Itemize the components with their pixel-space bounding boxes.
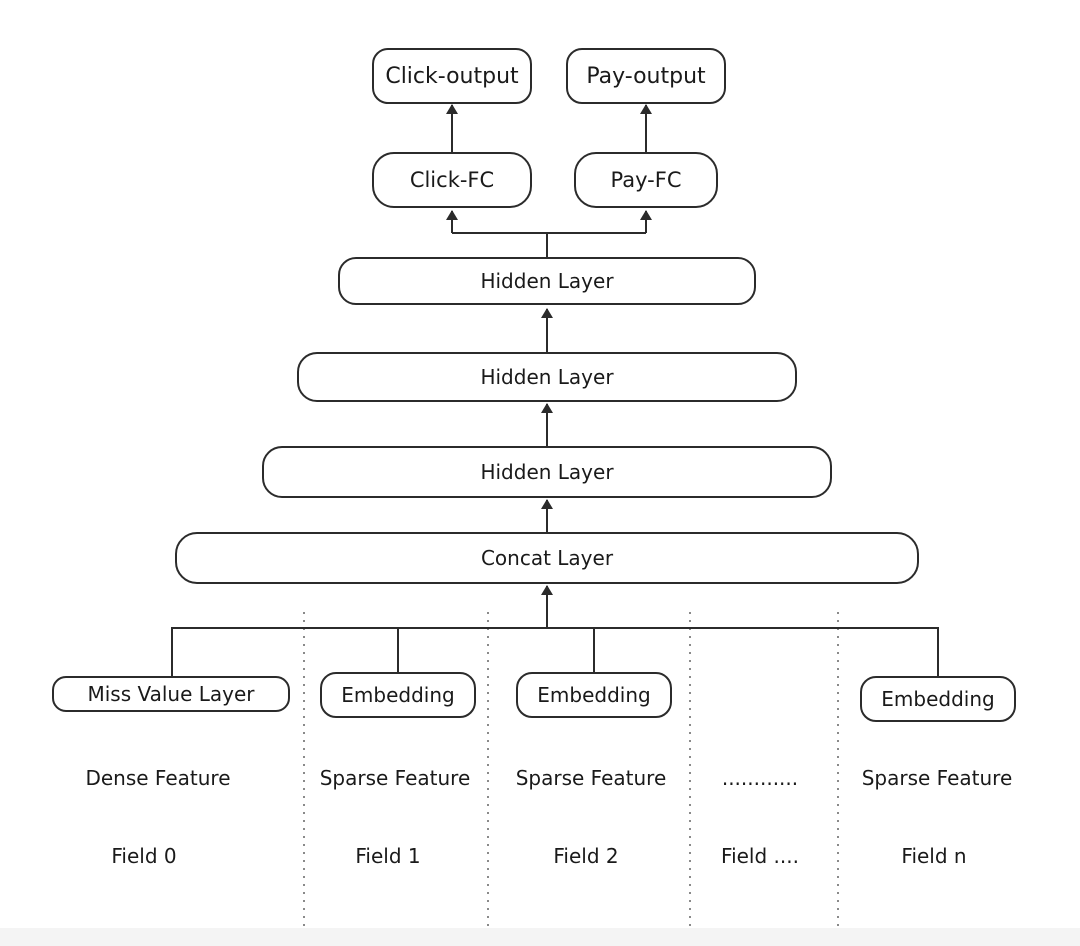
bottom-edge-band (0, 928, 1080, 946)
feature-label-fieldn: Sparse Feature (861, 766, 1013, 790)
feature-label-field0: Dense Feature (85, 766, 231, 790)
pay-fc-label: Pay-FC (610, 168, 682, 192)
embedding-node-field2: Embedding (516, 672, 672, 718)
embedding-label-fieldn: Embedding (881, 687, 995, 711)
field-label-1: Field 1 (355, 844, 421, 868)
field-label-ellipsis: Field .... (721, 844, 799, 868)
feature-label-ellipsis: ............ (721, 766, 799, 790)
hidden-layer-top: Hidden Layer (338, 257, 756, 305)
click-output-node: Click-output (372, 48, 532, 104)
embedding-label-field1: Embedding (341, 683, 455, 707)
pay-output-label: Pay-output (586, 63, 706, 89)
miss-value-layer-label: Miss Value Layer (87, 682, 255, 706)
hidden-layer-bottom-label: Hidden Layer (480, 460, 614, 484)
hidden-layer-middle: Hidden Layer (297, 352, 797, 402)
click-fc-label: Click-FC (409, 168, 495, 192)
feature-label-field1: Sparse Feature (319, 766, 471, 790)
pay-output-node: Pay-output (566, 48, 726, 104)
field-label-2: Field 2 (553, 844, 619, 868)
field-label-n: Field n (901, 844, 967, 868)
concat-layer: Concat Layer (175, 532, 919, 584)
field-bus-connector (171, 627, 939, 676)
pay-fc-node: Pay-FC (574, 152, 718, 208)
embedding-node-fieldn: Embedding (860, 676, 1016, 722)
hidden-layer-top-label: Hidden Layer (480, 269, 614, 293)
click-fc-node: Click-FC (372, 152, 532, 208)
hidden-layer-middle-label: Hidden Layer (480, 365, 614, 389)
embedding-node-field1: Embedding (320, 672, 476, 718)
field-label-0: Field 0 (111, 844, 177, 868)
feature-label-field2: Sparse Feature (515, 766, 667, 790)
embedding-label-field2: Embedding (537, 683, 651, 707)
concat-layer-label: Concat Layer (480, 546, 614, 570)
hidden-layer-bottom: Hidden Layer (262, 446, 832, 498)
click-output-label: Click-output (385, 63, 519, 89)
miss-value-layer-node: Miss Value Layer (52, 676, 290, 712)
